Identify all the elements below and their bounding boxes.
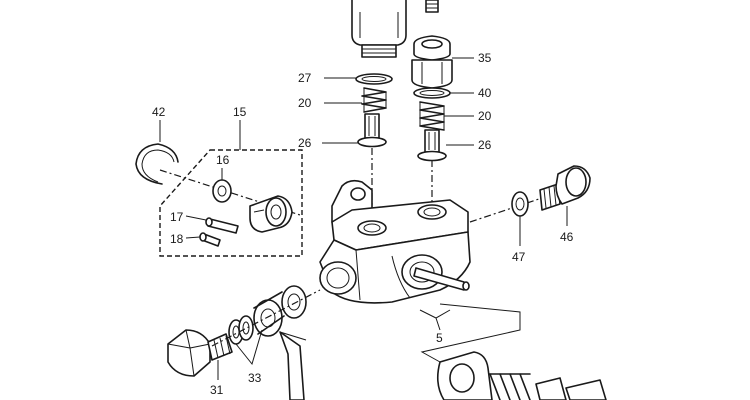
callout-40: 40 (478, 86, 492, 100)
leader-lines (159, 57, 568, 380)
delivery-valve-holder-right (411, 0, 453, 89)
callout-16: 16 (216, 153, 230, 167)
plunger-rod (413, 267, 470, 291)
pin-18 (199, 232, 221, 247)
o-ring-40 (413, 87, 451, 99)
callout-31: 31 (210, 383, 224, 397)
plug-bolt-46 (539, 165, 591, 211)
spring-20-left (361, 87, 387, 113)
delivery-valve-holder-left (351, 0, 407, 58)
callout-18: 18 (170, 232, 184, 246)
pin-17 (205, 217, 239, 234)
callout-20-left: 20 (298, 96, 312, 110)
o-ring-27 (355, 73, 393, 85)
callout-42: 42 (152, 105, 166, 119)
callout-15: 15 (233, 105, 247, 119)
callout-35: 35 (478, 51, 492, 65)
callout-5: 5 (436, 331, 443, 345)
collar-16 (212, 179, 232, 203)
callout-26-left: 26 (298, 136, 312, 150)
callout-47: 47 (512, 250, 526, 264)
banjo-fitting (253, 285, 307, 400)
governor-spring-assembly (436, 351, 607, 400)
washer-47 (511, 191, 529, 217)
delivery-valve-26-left (357, 113, 387, 148)
snap-ring-42 (135, 143, 179, 185)
callout-46: 46 (560, 230, 574, 244)
callout-33: 33 (248, 371, 262, 385)
banjo-bolt-31 (167, 329, 233, 377)
delivery-valve-26-right (417, 129, 447, 162)
callout-27: 27 (298, 71, 312, 85)
callout-17: 17 (170, 210, 184, 224)
control-lever-15 (249, 195, 293, 233)
spring-20-right (419, 101, 445, 131)
washer-33b (238, 315, 254, 341)
assembly-group-15-box (159, 149, 303, 257)
callout-26-right: 26 (478, 138, 492, 152)
callout-20-right: 20 (478, 109, 492, 123)
